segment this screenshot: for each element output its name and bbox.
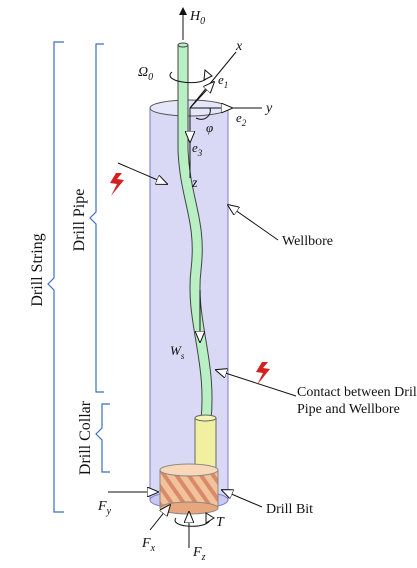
ws-label: Ws [170,343,185,361]
drill-string-label: Drill String [29,233,46,306]
fx-arrow [149,505,170,531]
drill-pipe-bracket [89,43,104,393]
lightning-icon [110,173,124,196]
fy-label: Fy [97,499,112,517]
drill-pipe [177,42,213,421]
drill-string-bracket [47,41,64,513]
drill-pipe-label: Drill Pipe [71,189,88,252]
h0-label: H0 [189,9,205,27]
lightning-icon [256,362,270,385]
z-axis-label: z [191,176,198,191]
e3-label: e3 [192,140,203,158]
drill-bit-label: Drill Bit [266,502,313,517]
drill-bit [159,463,219,515]
drill-collar [194,414,217,469]
e2-label: e2 [236,110,247,128]
omega-label: Ω0 [138,65,153,83]
contact-arrow-lower [216,370,297,397]
phi-label: φ [206,120,213,135]
wellbore-arrow [228,205,279,241]
drill-collar-label: Drill Collar [77,400,94,475]
phi-angle-arc [195,107,211,120]
e1-arrow [189,82,214,109]
e1-label: e1 [218,72,228,90]
x-axis-label: x [235,39,243,54]
contact-label-line2: Pipe and Wellbore [297,402,400,417]
drill-bit-arrow [222,490,263,508]
fx-label: Fx [141,536,156,554]
torque-label: T [216,515,225,530]
omega-rotation-icon [169,71,209,84]
rotation-arrow-icon [205,512,215,524]
drill-collar-bracket [95,403,110,473]
y-axis-label: y [264,101,273,116]
wellbore-label: Wellbore [282,234,333,249]
contact-arrow-upper [117,162,167,184]
fz-label: Fz [192,545,206,563]
contact-label-line1: Contact between Drill [297,385,417,400]
rotation-arrow-icon [203,68,213,81]
x-axis-line [189,51,237,109]
torque-rotation-icon [174,517,211,527]
